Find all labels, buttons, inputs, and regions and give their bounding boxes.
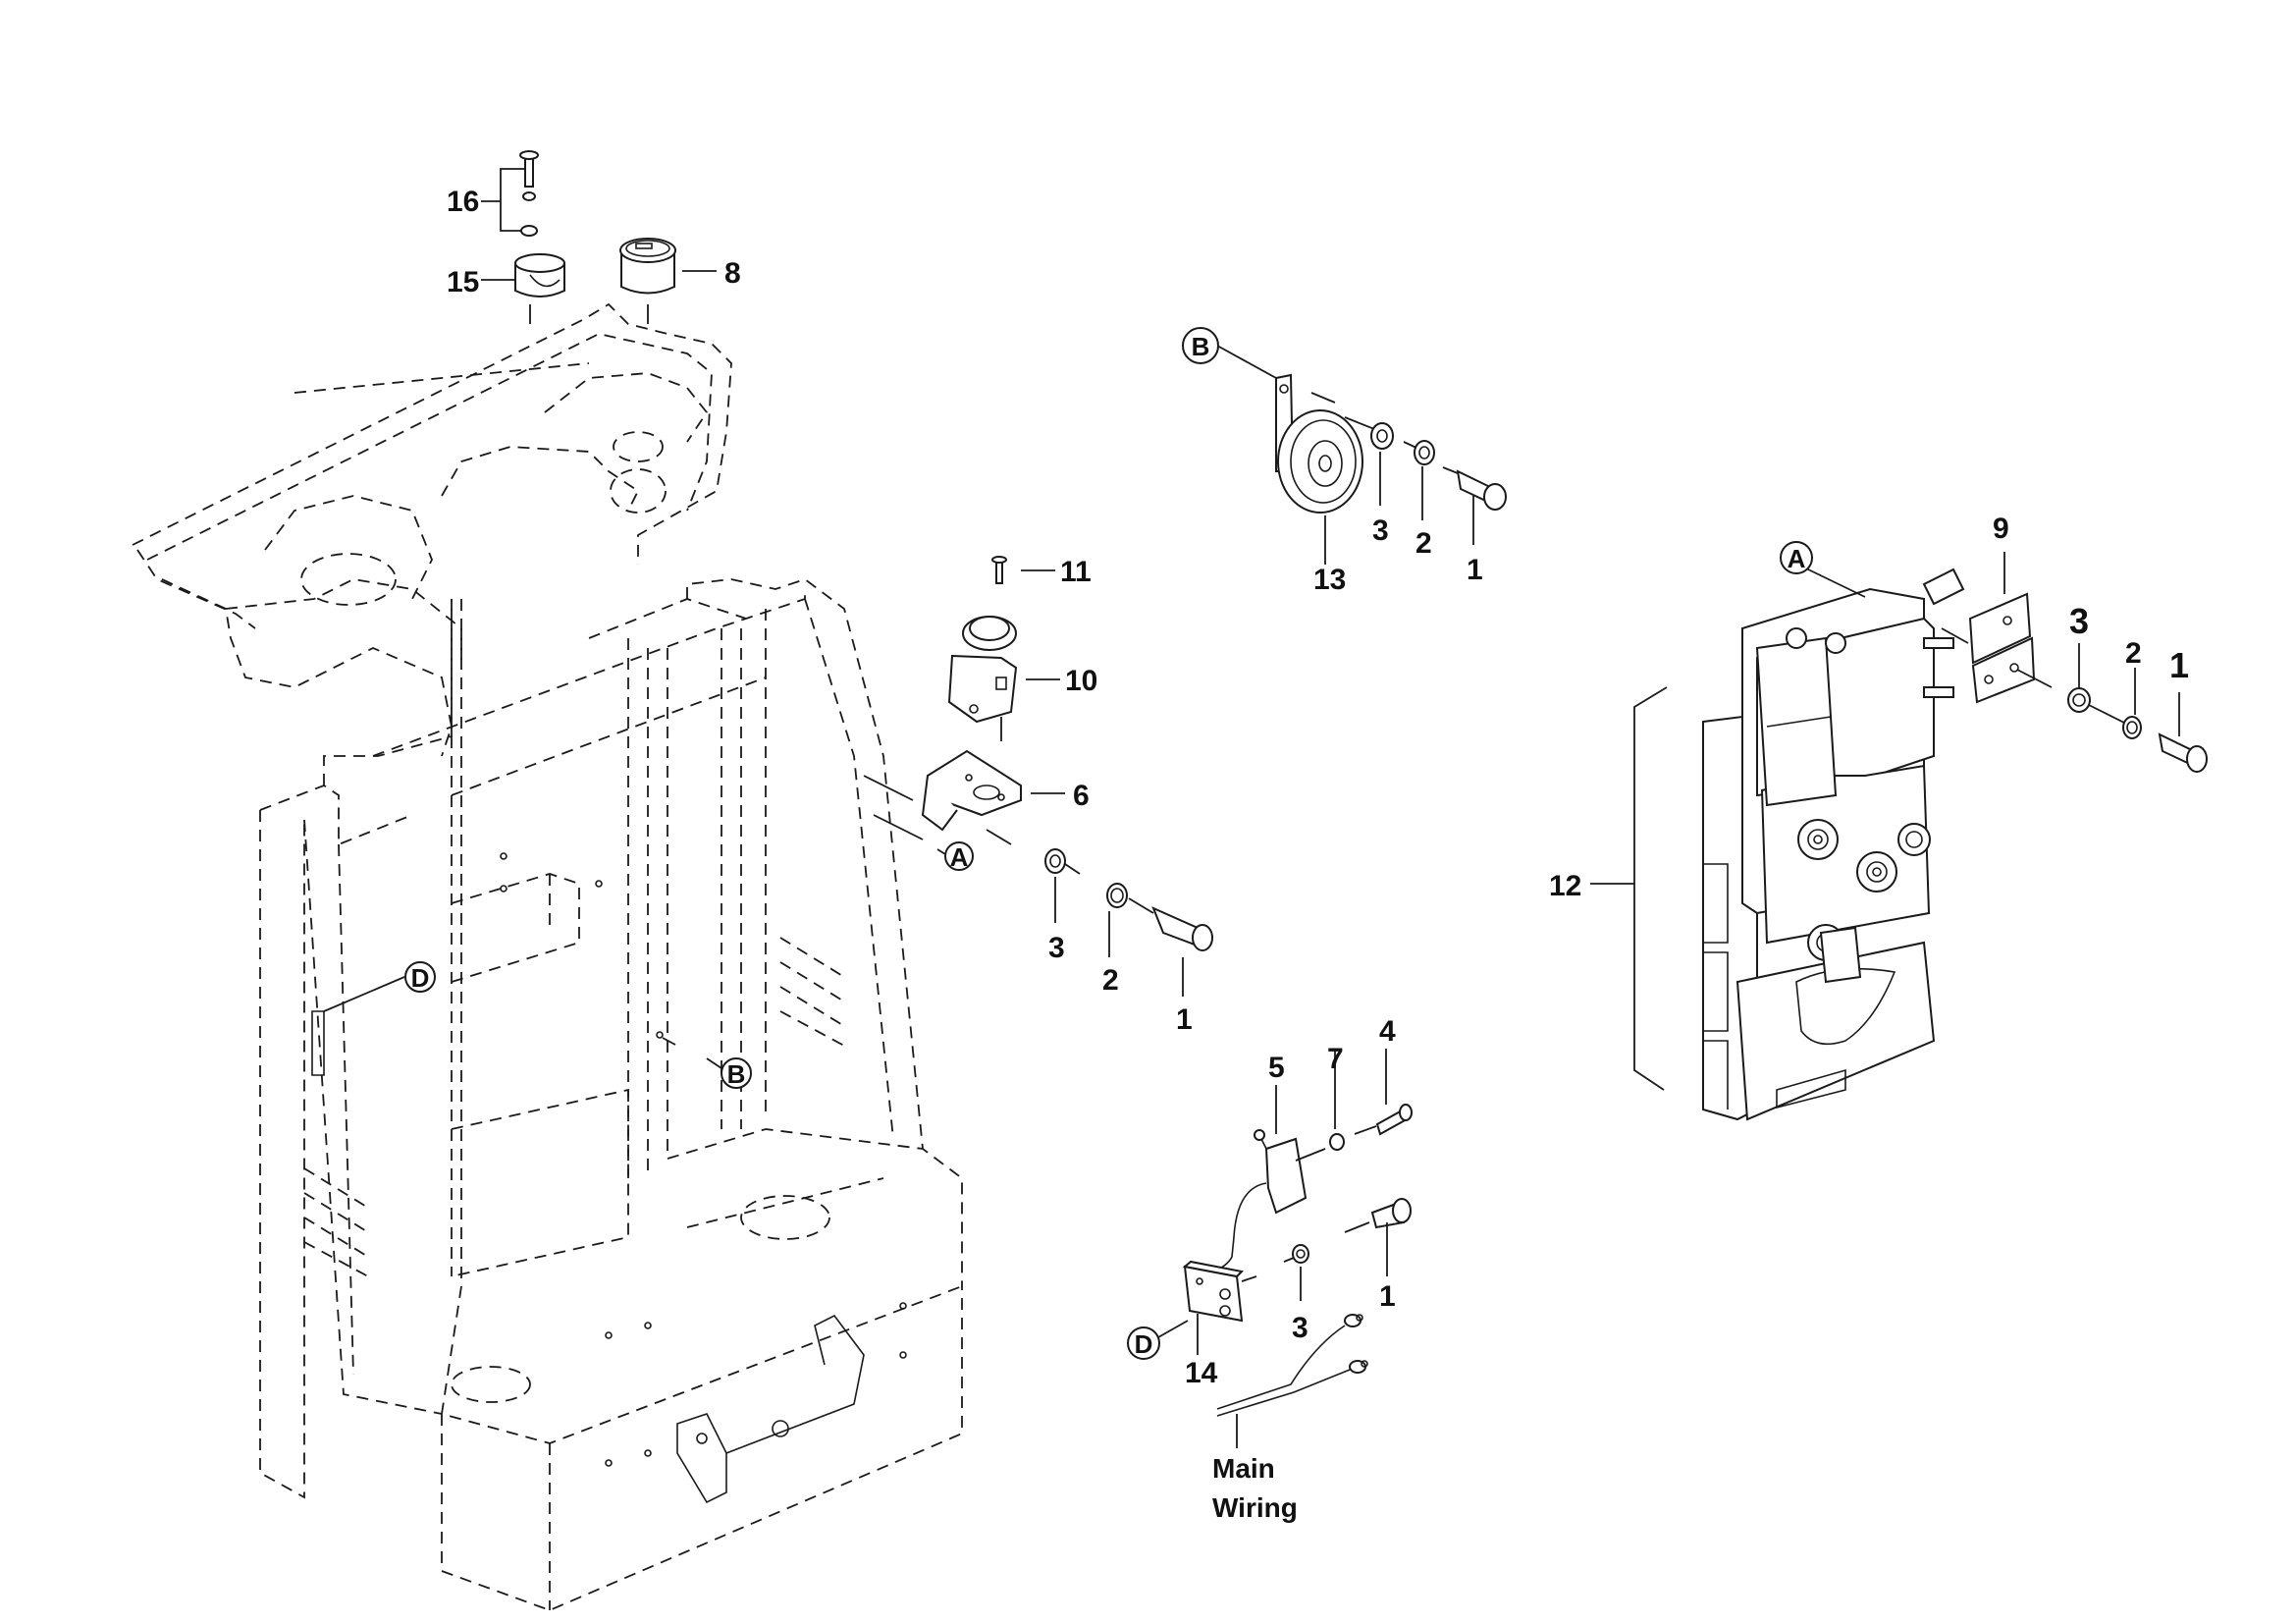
callout-1-controller: 1 xyxy=(2169,645,2189,685)
reference-b-frame: B xyxy=(656,1031,752,1089)
truck-frame xyxy=(259,577,963,1611)
callout-7: 7 xyxy=(1327,1043,1344,1075)
callout-8: 8 xyxy=(724,257,741,290)
reference-a-controller: A xyxy=(1780,541,1866,598)
callout-1-switch-plate: 1 xyxy=(1379,1280,1396,1313)
fastener-stack-switch xyxy=(1044,848,1213,997)
ref-letter-b-frame: B xyxy=(727,1059,746,1089)
callout-2-horn: 2 xyxy=(1415,527,1432,560)
main-wiring-harness xyxy=(1216,1314,1368,1448)
ref-letter-d-frame: D xyxy=(411,963,430,993)
part-9-plate xyxy=(1941,552,2053,704)
ref-letter-a: A xyxy=(950,842,969,872)
part-5-micro-switch xyxy=(1211,1085,1308,1272)
part-4-screw xyxy=(1354,1049,1413,1136)
ref-letter-d-switch: D xyxy=(1135,1329,1153,1359)
reference-a-frame: A xyxy=(936,841,974,872)
console-cover xyxy=(132,302,732,757)
callout-15: 15 xyxy=(447,266,479,298)
callout-10: 10 xyxy=(1065,665,1097,697)
reference-b-horn: B xyxy=(1182,327,1219,364)
reference-d-frame: D xyxy=(311,961,436,1076)
callout-14: 14 xyxy=(1185,1357,1218,1389)
part-14-switch-mounting-plate xyxy=(1182,1260,1257,1355)
part-12-controller-assembly xyxy=(1590,568,1965,1121)
part-3-washer-switch xyxy=(1283,1244,1309,1301)
callout-13: 13 xyxy=(1313,564,1346,596)
part-6-switch-bracket xyxy=(863,749,1065,845)
callout-12: 12 xyxy=(1549,870,1581,902)
part-10-emergency-stop-switch xyxy=(947,616,1060,741)
main-wiring-label-line2: Wiring xyxy=(1212,1492,1298,1523)
part-7-washer xyxy=(1295,1051,1345,1162)
main-wiring-label-line1: Main xyxy=(1212,1453,1275,1484)
reference-d-switch: D xyxy=(1127,1320,1189,1360)
callout-5: 5 xyxy=(1268,1052,1285,1084)
callout-1-horn: 1 xyxy=(1467,554,1483,586)
callout-9: 9 xyxy=(1993,513,2009,545)
part-8-hour-meter xyxy=(619,238,717,324)
ref-letter-a-controller: A xyxy=(1788,544,1806,573)
fastener-stack-controller xyxy=(2067,643,2208,773)
callout-16: 16 xyxy=(447,186,479,218)
part-15-key-switch-cup xyxy=(481,253,565,324)
callout-3-controller: 3 xyxy=(2069,601,2089,641)
callout-11: 11 xyxy=(1060,556,1092,588)
ref-letter-b: B xyxy=(1192,332,1210,361)
part-1-screw-switch xyxy=(1344,1198,1412,1276)
callout-1-switch: 1 xyxy=(1176,1003,1193,1036)
callout-3-switch: 3 xyxy=(1048,932,1065,964)
callout-6: 6 xyxy=(1073,780,1090,812)
part-13-horn xyxy=(1216,345,1375,565)
callout-2-controller: 2 xyxy=(2125,637,2142,670)
fastener-stack-horn xyxy=(1370,422,1507,545)
callout-3-horn: 3 xyxy=(1372,514,1389,547)
callout-2-switch: 2 xyxy=(1102,964,1119,997)
part-16-screw-set xyxy=(481,150,539,237)
callout-3-switch-plate: 3 xyxy=(1292,1312,1308,1344)
callout-4: 4 xyxy=(1379,1015,1396,1048)
part-11-screw xyxy=(991,556,1055,584)
